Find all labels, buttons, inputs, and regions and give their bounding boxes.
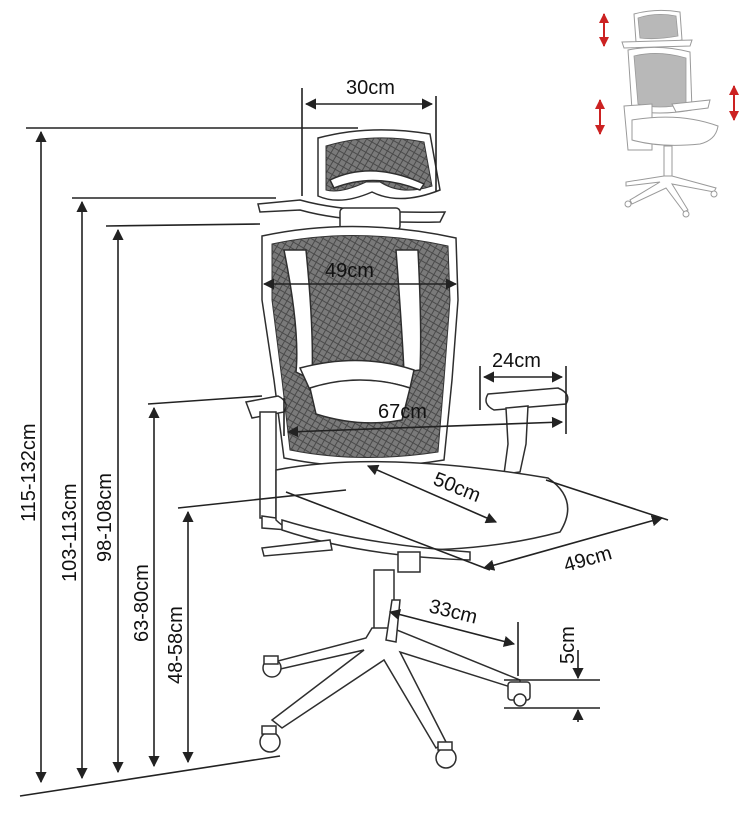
headrest (257, 129, 447, 231)
chair-drawing (244, 129, 569, 769)
star-base (259, 599, 531, 769)
total-height-label: 115-132cm (18, 423, 40, 522)
backrest-width-label: 49cm (325, 260, 374, 282)
adjustment-thumbnail (595, 9, 739, 218)
seat-width-label: 49cm (561, 542, 614, 577)
backrest-height-label: 98-108cm (94, 473, 116, 562)
right-armrest (485, 387, 569, 475)
caster (507, 681, 531, 707)
armrest-height-label: 63-80cm (131, 564, 153, 642)
seat-height-label: 48-58cm (165, 606, 187, 684)
seat (261, 460, 569, 561)
caster (262, 655, 282, 678)
caster (435, 741, 457, 769)
headrest-width-label: 30cm (346, 77, 395, 99)
caster-height-label: 5cm (557, 626, 579, 664)
dimension-lines (19, 88, 669, 797)
caster (259, 725, 281, 753)
backrest-top-height-label: 103-113cm (59, 483, 81, 582)
arm-span-label: 67cm (378, 401, 427, 423)
armrest-depth-label: 24cm (492, 350, 541, 372)
